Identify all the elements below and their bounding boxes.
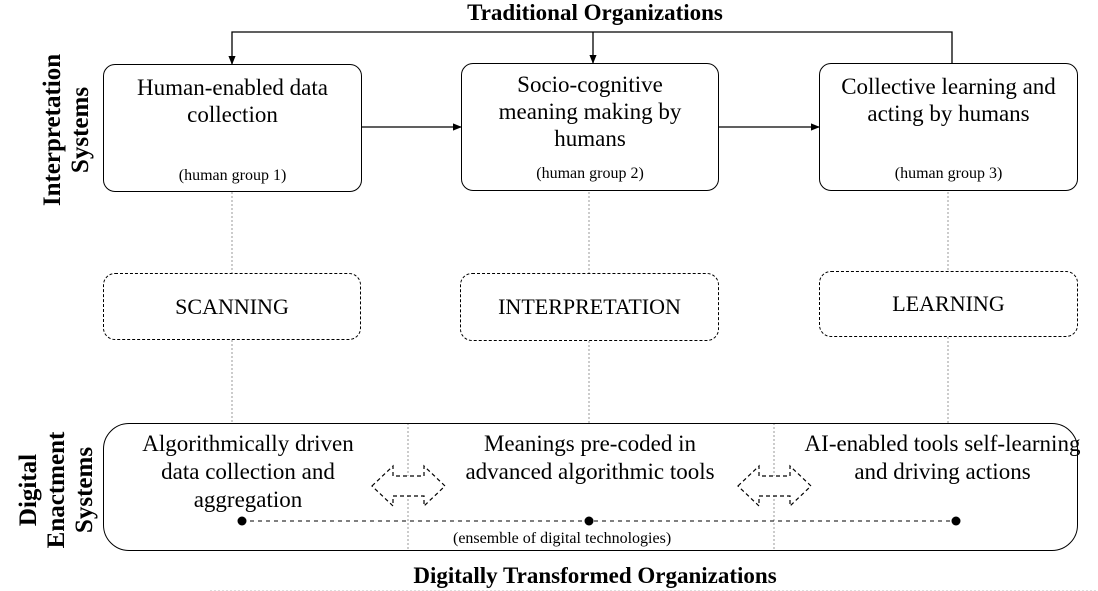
- human-box-text: Collective learning and acting by humans: [841, 74, 1056, 126]
- digital-column-1-text: Algorithmically driven data collection a…: [142, 431, 354, 512]
- side-label-line: Systems: [67, 86, 94, 174]
- stage-scanning: SCANNING: [103, 273, 361, 340]
- side-label-digital-enactment-systems: Digital Enactment Systems: [15, 425, 99, 555]
- side-label-line: Systems: [71, 446, 98, 534]
- digital-enactment-box: [103, 423, 1078, 551]
- human-box-1: Human-enabled data collection (human gro…: [103, 64, 362, 192]
- ensemble-label: (ensemble of digital technologies): [451, 530, 674, 548]
- stage-interpretation: INTERPRETATION: [460, 273, 719, 341]
- side-label-interpretation-systems: Interpretation Systems: [39, 40, 95, 220]
- digital-column-3-text: AI-enabled tools self-learning and drivi…: [804, 431, 1081, 484]
- side-label-line: Enactment: [43, 431, 70, 549]
- human-group-label: (human group 2): [536, 165, 644, 182]
- human-box-2: Socio-cognitive meaning making by humans…: [461, 63, 719, 191]
- human-group-label: (human group 3): [894, 165, 1003, 182]
- side-label-line: Digital: [15, 453, 42, 527]
- side-label-line: Interpretation: [39, 53, 66, 207]
- digital-column-2-text: Meanings pre-coded in advanced algorithm…: [465, 431, 715, 484]
- double-arrow-right-icon: [737, 464, 812, 508]
- title-digitally-transformed-organizations: Digitally Transformed Organizations: [413, 563, 777, 588]
- human-box-text: Socio-cognitive meaning making by humans: [498, 72, 682, 151]
- top-feedback-line: [228, 31, 953, 65]
- stage-learning: LEARNING: [819, 271, 1078, 337]
- human-box-3: Collective learning and acting by humans…: [819, 63, 1078, 191]
- human-box-text: Human-enabled data collection: [137, 75, 328, 127]
- double-arrow-left-icon: [371, 464, 446, 508]
- title-traditional-organizations: Traditional Organizations: [467, 0, 723, 25]
- human-group-label: (human group 1): [178, 167, 287, 184]
